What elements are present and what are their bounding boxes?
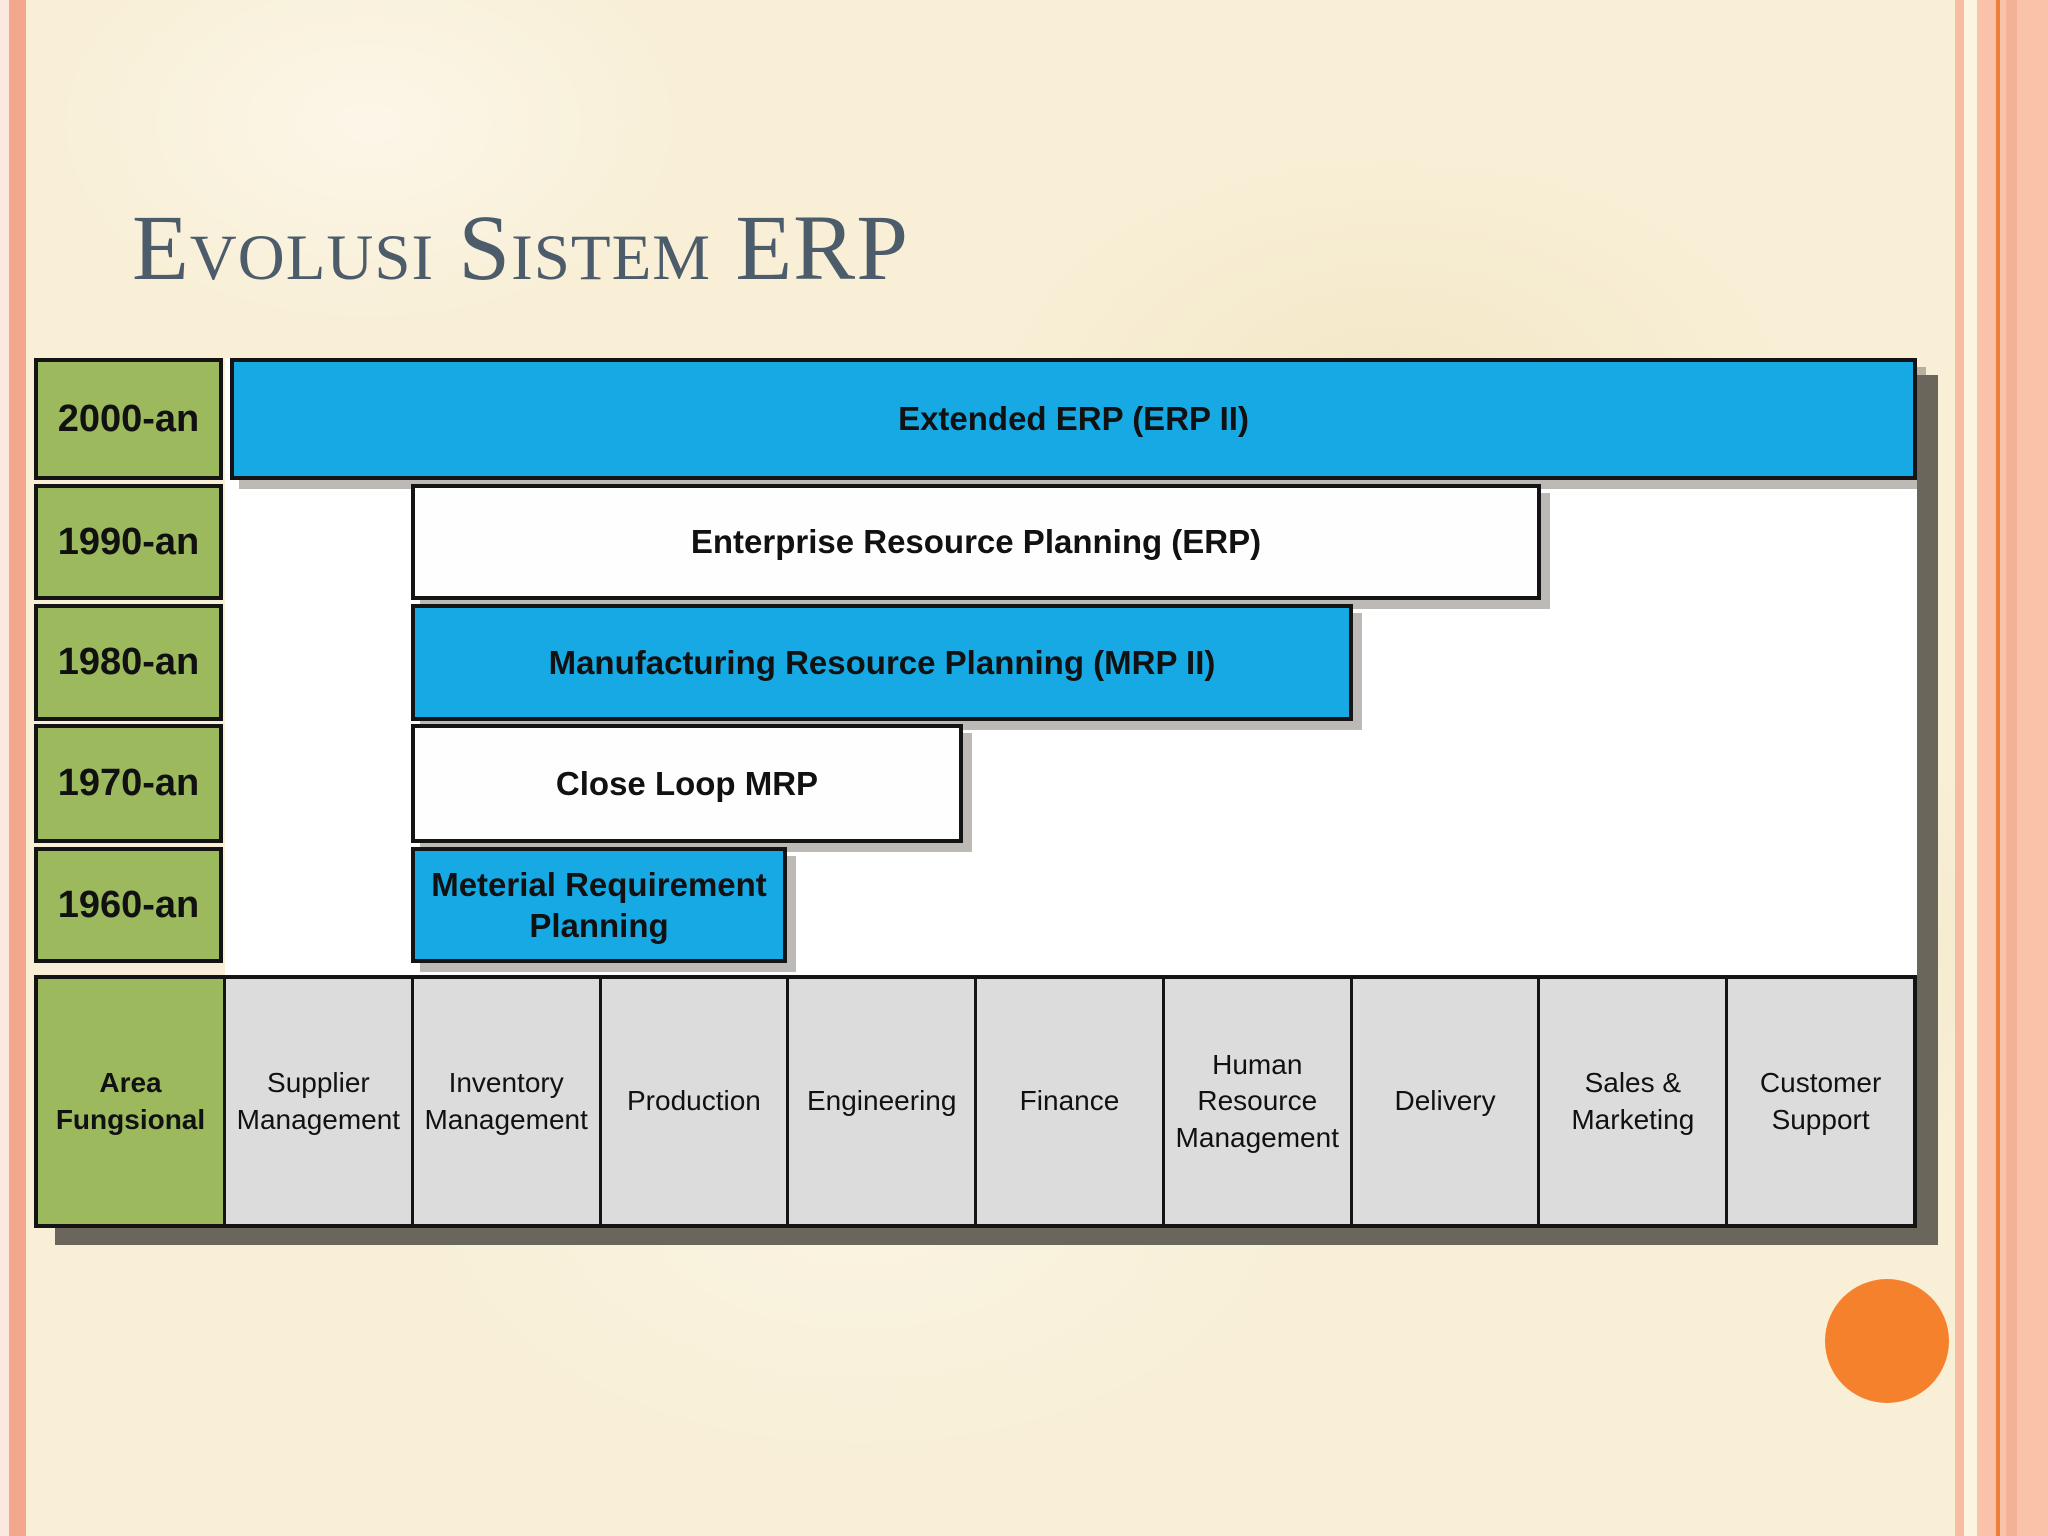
area-cell-engineering: Engineering	[789, 979, 975, 1224]
left-edge-stripe-salmon	[9, 0, 26, 1536]
right-edge-stripe-orange-line	[1996, 0, 2000, 1536]
bar-mrp-ii: Manufacturing Resource Planning (MRP II)	[411, 604, 1353, 721]
area-cell-inventory-management: Inventory Management	[413, 979, 599, 1224]
year-box-1970s: 1970-an	[34, 724, 223, 843]
year-box-1980s: 1980-an	[34, 604, 223, 721]
bar-extended-erp: Extended ERP (ERP II)	[230, 358, 1917, 480]
area-cell-finance: Finance	[977, 979, 1162, 1224]
area-cell-customer-support: Customer Support	[1728, 979, 1913, 1224]
area-cell-human-resource-management: Human Resource Management	[1164, 979, 1350, 1224]
page-title: Evolusi Sistem ERP	[132, 197, 909, 300]
orange-circle-decoration	[1825, 1279, 1949, 1403]
functional-area-table: Area Fungsional Supplier Management Inve…	[34, 975, 1917, 1228]
right-edge-stripe-salmon-dark	[2006, 0, 2017, 1536]
area-cell-sales-marketing: Sales & Marketing	[1540, 979, 1726, 1224]
year-box-1960s: 1960-an	[34, 847, 223, 963]
area-cell-supplier-management: Supplier Management	[226, 979, 411, 1224]
right-edge-stripe-salmon-2	[1977, 0, 1996, 1536]
left-edge-stripe-pale	[0, 0, 9, 1536]
right-edge-stripe-salmon-1	[1955, 0, 1964, 1536]
area-header-cell: Area Fungsional	[38, 979, 223, 1224]
bar-erp: Enterprise Resource Planning (ERP)	[411, 484, 1541, 600]
bar-close-loop-mrp: Close Loop MRP	[411, 724, 963, 843]
area-cell-production: Production	[601, 979, 787, 1224]
erp-evolution-diagram: 2000-an 1990-an 1980-an 1970-an 1960-an …	[34, 358, 1917, 1228]
area-cell-delivery: Delivery	[1352, 979, 1538, 1224]
bar-mrp: Meterial Requirement Planning	[411, 847, 787, 963]
right-edge-stripe-cream	[1964, 0, 1977, 1536]
year-box-1990s: 1990-an	[34, 484, 223, 600]
year-box-2000s: 2000-an	[34, 358, 223, 480]
